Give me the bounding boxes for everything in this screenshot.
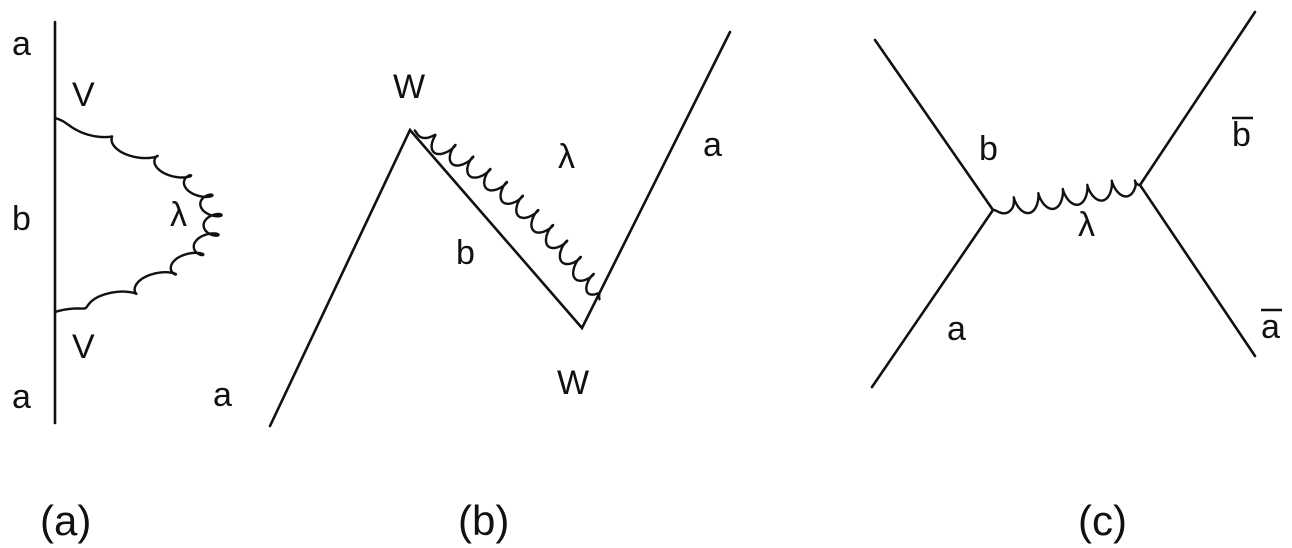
panel-b-label-right-a: a [703,126,722,164]
panel-b-label-lambda: λ [558,138,575,176]
panel-b-caption: (b) [458,497,509,544]
panel-c-caption: (c) [1078,497,1127,544]
panel-a: a V b λ V a (a) [12,20,223,544]
panel-c-label-a: a [947,310,966,348]
panel-b-label-b: b [456,234,475,272]
panel-c-label-b-bar: b [1232,116,1251,154]
panel-c: b λ b a a (c) [870,10,1282,544]
panel-c-label-lambda: λ [1078,206,1095,244]
panel-c-label-a-bar: a [1261,308,1280,346]
panel-a-wavy-propagator [54,116,223,314]
panel-c-line-upper-left [873,38,995,212]
panel-b-label-bottom-w: W [557,364,589,402]
panel-a-label-lambda: λ [170,196,187,234]
panel-b-label-top-w: W [393,68,425,106]
panel-b: W λ a b W a (b) [213,30,732,544]
panel-b-fermion-line [268,30,732,428]
panel-a-label-bottom-a: a [12,378,31,416]
panel-b-wavy-propagator [413,128,601,301]
panel-a-label-bottom-v: V [72,328,95,366]
panel-a-label-top-a: a [12,25,31,63]
panel-c-wavy-propagator [992,179,1141,215]
panel-a-label-b: b [12,200,31,238]
panel-a-label-top-v: V [72,76,95,114]
panel-b-label-left-a: a [213,376,232,414]
panel-c-line-lower-left [870,208,995,389]
panel-c-label-b: b [979,130,998,168]
panel-c-line-lower-right [1138,183,1257,358]
panel-c-line-upper-right [1138,10,1257,187]
panel-a-caption: (a) [40,497,91,544]
